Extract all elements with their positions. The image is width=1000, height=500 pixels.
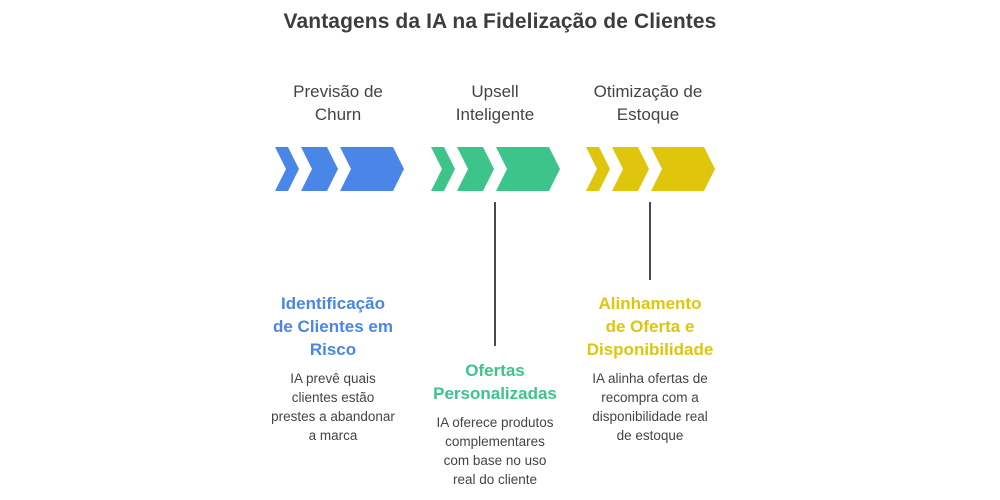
stage-label-line: Inteligente bbox=[455, 105, 535, 124]
diagram-title: Vantagens da IA na Fidelização de Client… bbox=[283, 10, 717, 33]
description-line: com base no uso bbox=[443, 453, 547, 468]
heading-churn: Identificação de Clientes em Risco bbox=[243, 292, 423, 361]
stage-label-upsell: Upsell Inteligente bbox=[420, 80, 570, 126]
chevron-large bbox=[496, 147, 560, 191]
chevron-large bbox=[651, 147, 715, 191]
stage-label-line: Otimização de bbox=[593, 82, 703, 101]
description-line: complementares bbox=[445, 434, 545, 449]
stage-label-estoque: Otimização de Estoque bbox=[573, 80, 723, 126]
stage-label-line: Upsell bbox=[471, 82, 519, 101]
heading-line: Risco bbox=[309, 340, 357, 359]
description-line: IA alinha ofertas de bbox=[592, 371, 708, 386]
heading-line: Alinhamento bbox=[598, 294, 702, 313]
chevron-arrows-churn bbox=[275, 147, 404, 191]
connector-line-upsell bbox=[494, 202, 496, 346]
chevron-medium bbox=[457, 147, 494, 191]
chevron-medium bbox=[301, 147, 338, 191]
chevron-arrows-estoque bbox=[586, 147, 715, 191]
chevron-large bbox=[340, 147, 404, 191]
description-line: IA oferece produtos bbox=[436, 415, 554, 430]
description-estoque: IA alinha ofertas de recompra com a disp… bbox=[570, 369, 730, 445]
stage-label-line: Churn bbox=[314, 105, 362, 124]
chevron-small bbox=[431, 147, 455, 191]
description-line: recompra com a bbox=[601, 390, 699, 405]
chevron-medium bbox=[612, 147, 649, 191]
description-line: disponibilidade real bbox=[592, 409, 708, 424]
heading-line: de Oferta e bbox=[605, 317, 695, 336]
description-line: de estoque bbox=[616, 428, 684, 443]
chevron-arrows-upsell bbox=[431, 147, 560, 191]
description-line: IA prevê quais bbox=[290, 371, 376, 386]
heading-line: Ofertas bbox=[465, 361, 525, 380]
description-churn: IA prevê quais clientes estão prestes a … bbox=[253, 369, 413, 445]
stage-label-line: Estoque bbox=[616, 105, 680, 124]
connector-line-estoque bbox=[649, 202, 651, 280]
heading-line: de Clientes em bbox=[273, 317, 393, 336]
chevron-small bbox=[586, 147, 610, 191]
chevron-small bbox=[275, 147, 299, 191]
description-line: a marca bbox=[308, 428, 358, 443]
heading-estoque: Alinhamento de Oferta e Disponibilidade bbox=[560, 292, 740, 361]
heading-line: Personalizadas bbox=[433, 384, 557, 403]
stage-label-line: Previsão de bbox=[293, 82, 383, 101]
heading-line: Identificação bbox=[281, 294, 385, 313]
stage-label-churn: Previsão de Churn bbox=[263, 80, 413, 126]
heading-line: Disponibilidade bbox=[586, 340, 714, 359]
description-line: prestes a abandonar bbox=[271, 409, 395, 424]
description-line: real do cliente bbox=[452, 472, 538, 487]
heading-upsell: Ofertas Personalizadas bbox=[405, 359, 585, 405]
description-upsell: IA oferece produtos complementares com b… bbox=[415, 413, 575, 489]
description-line: clientes estão bbox=[291, 390, 375, 405]
